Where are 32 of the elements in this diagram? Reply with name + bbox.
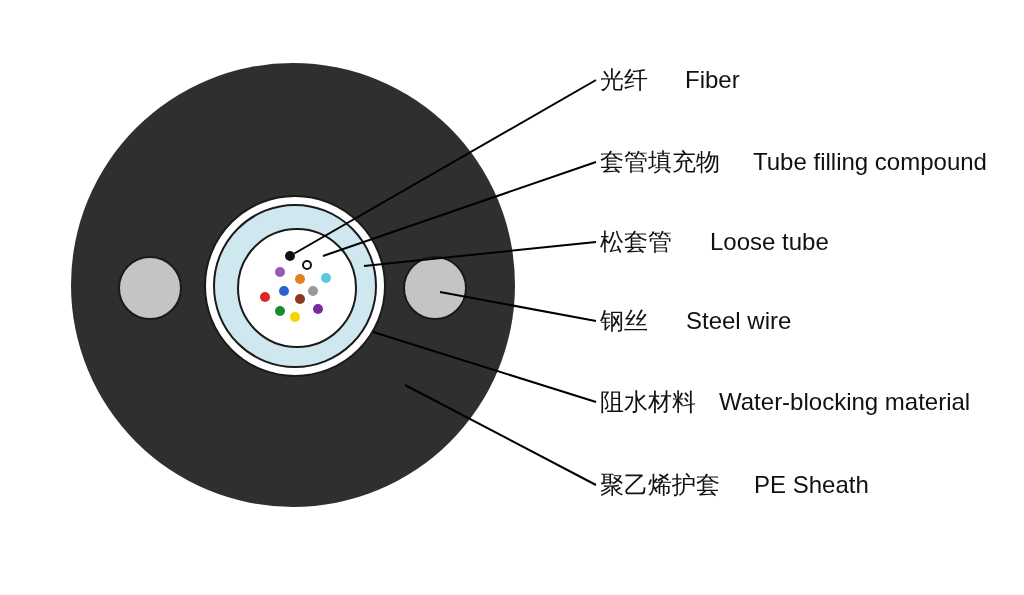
fiber-dot [275, 267, 285, 277]
leader-line [293, 79, 597, 255]
loose-tube-ring [213, 204, 377, 368]
chinese-label: 松套管 [600, 227, 672, 257]
english-label: PE Sheath [754, 470, 869, 500]
leader-line [404, 384, 597, 486]
fiber-dot [313, 304, 323, 314]
fiber-dot [295, 274, 305, 284]
english-label: Loose tube [710, 227, 829, 257]
english-label: Steel wire [686, 306, 792, 336]
leader-line [372, 331, 597, 403]
english-label: Fiber [685, 65, 740, 95]
leader-line [439, 291, 597, 322]
fiber-dot [321, 273, 331, 283]
filling-compound-area [237, 228, 357, 348]
chinese-label: 聚乙烯护套 [600, 470, 720, 500]
fiber-dot [275, 306, 285, 316]
chinese-label: 钢丝 [600, 306, 648, 336]
leader-line [322, 161, 597, 257]
fiber-dot [279, 286, 289, 296]
chinese-label: 光纤 [600, 65, 648, 95]
fiber-dot [260, 292, 270, 302]
fiber-dot [285, 251, 295, 261]
leader-line [363, 241, 597, 267]
fiber-dot [302, 260, 312, 270]
english-label: Tube filling compound [753, 147, 987, 177]
fiber-dot [290, 312, 300, 322]
english-label: Water-blocking material [719, 387, 971, 417]
chinese-label: 套管填充物 [600, 147, 720, 177]
chinese-label: 阻水材料 [600, 387, 696, 417]
fiber-dot [308, 286, 318, 296]
fiber-dot [295, 294, 305, 304]
